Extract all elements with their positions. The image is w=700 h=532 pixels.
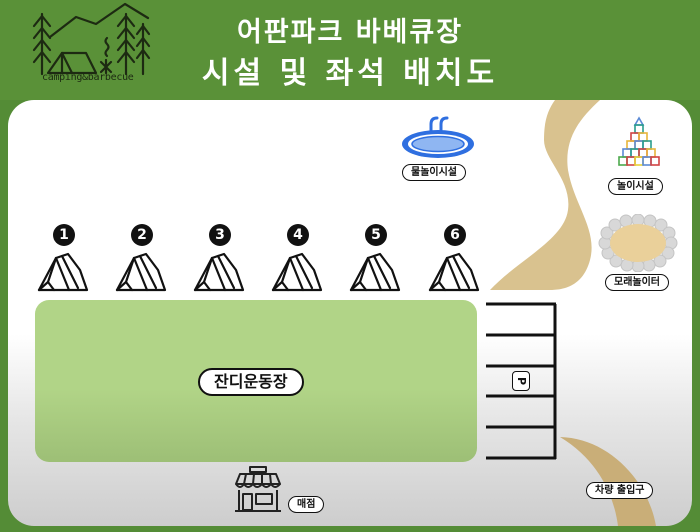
tent-icon[interactable] [270,252,324,292]
map-panel: 물놀이시설 놀이시설 [8,100,692,526]
walking-path [490,100,656,526]
tent-icon[interactable] [427,252,481,292]
site-number-5: 5 [365,224,387,246]
header: camping&barbecue 어판파크 바베큐장 시설 및 좌석 배치도 [0,0,700,100]
page-subtitle: 시설 및 좌석 배치도 [201,56,499,91]
vehicle-entrance-label: 차량 출입구 [586,482,654,499]
tent-icon[interactable] [114,252,168,292]
playground-label: 놀이시설 [608,178,663,195]
parking-lot [486,302,557,460]
sandbox-icon [598,214,678,272]
logo-text: camping&barbecue [42,72,134,83]
site-number-4: 4 [287,224,309,246]
store-label: 매점 [288,496,325,513]
water-play-label: 물놀이시설 [402,164,466,181]
lawn-label: 잔디운동장 [198,368,304,396]
pool-icon [402,116,474,158]
site-number-1: 1 [53,224,75,246]
sandbox-label: 모래놀이터 [605,274,669,291]
parking-icon: P [512,371,530,391]
tent-icon[interactable] [36,252,90,292]
site-number-6: 6 [444,224,466,246]
camping-logo-icon [32,2,151,76]
tent-icon[interactable] [348,252,402,292]
site-number-3: 3 [209,224,231,246]
site-number-2: 2 [131,224,153,246]
page-title: 어판파크 바베큐장 [236,17,464,48]
store-icon [235,466,281,512]
blocks-pyramid-icon [618,116,660,166]
tent-icon[interactable] [192,252,246,292]
